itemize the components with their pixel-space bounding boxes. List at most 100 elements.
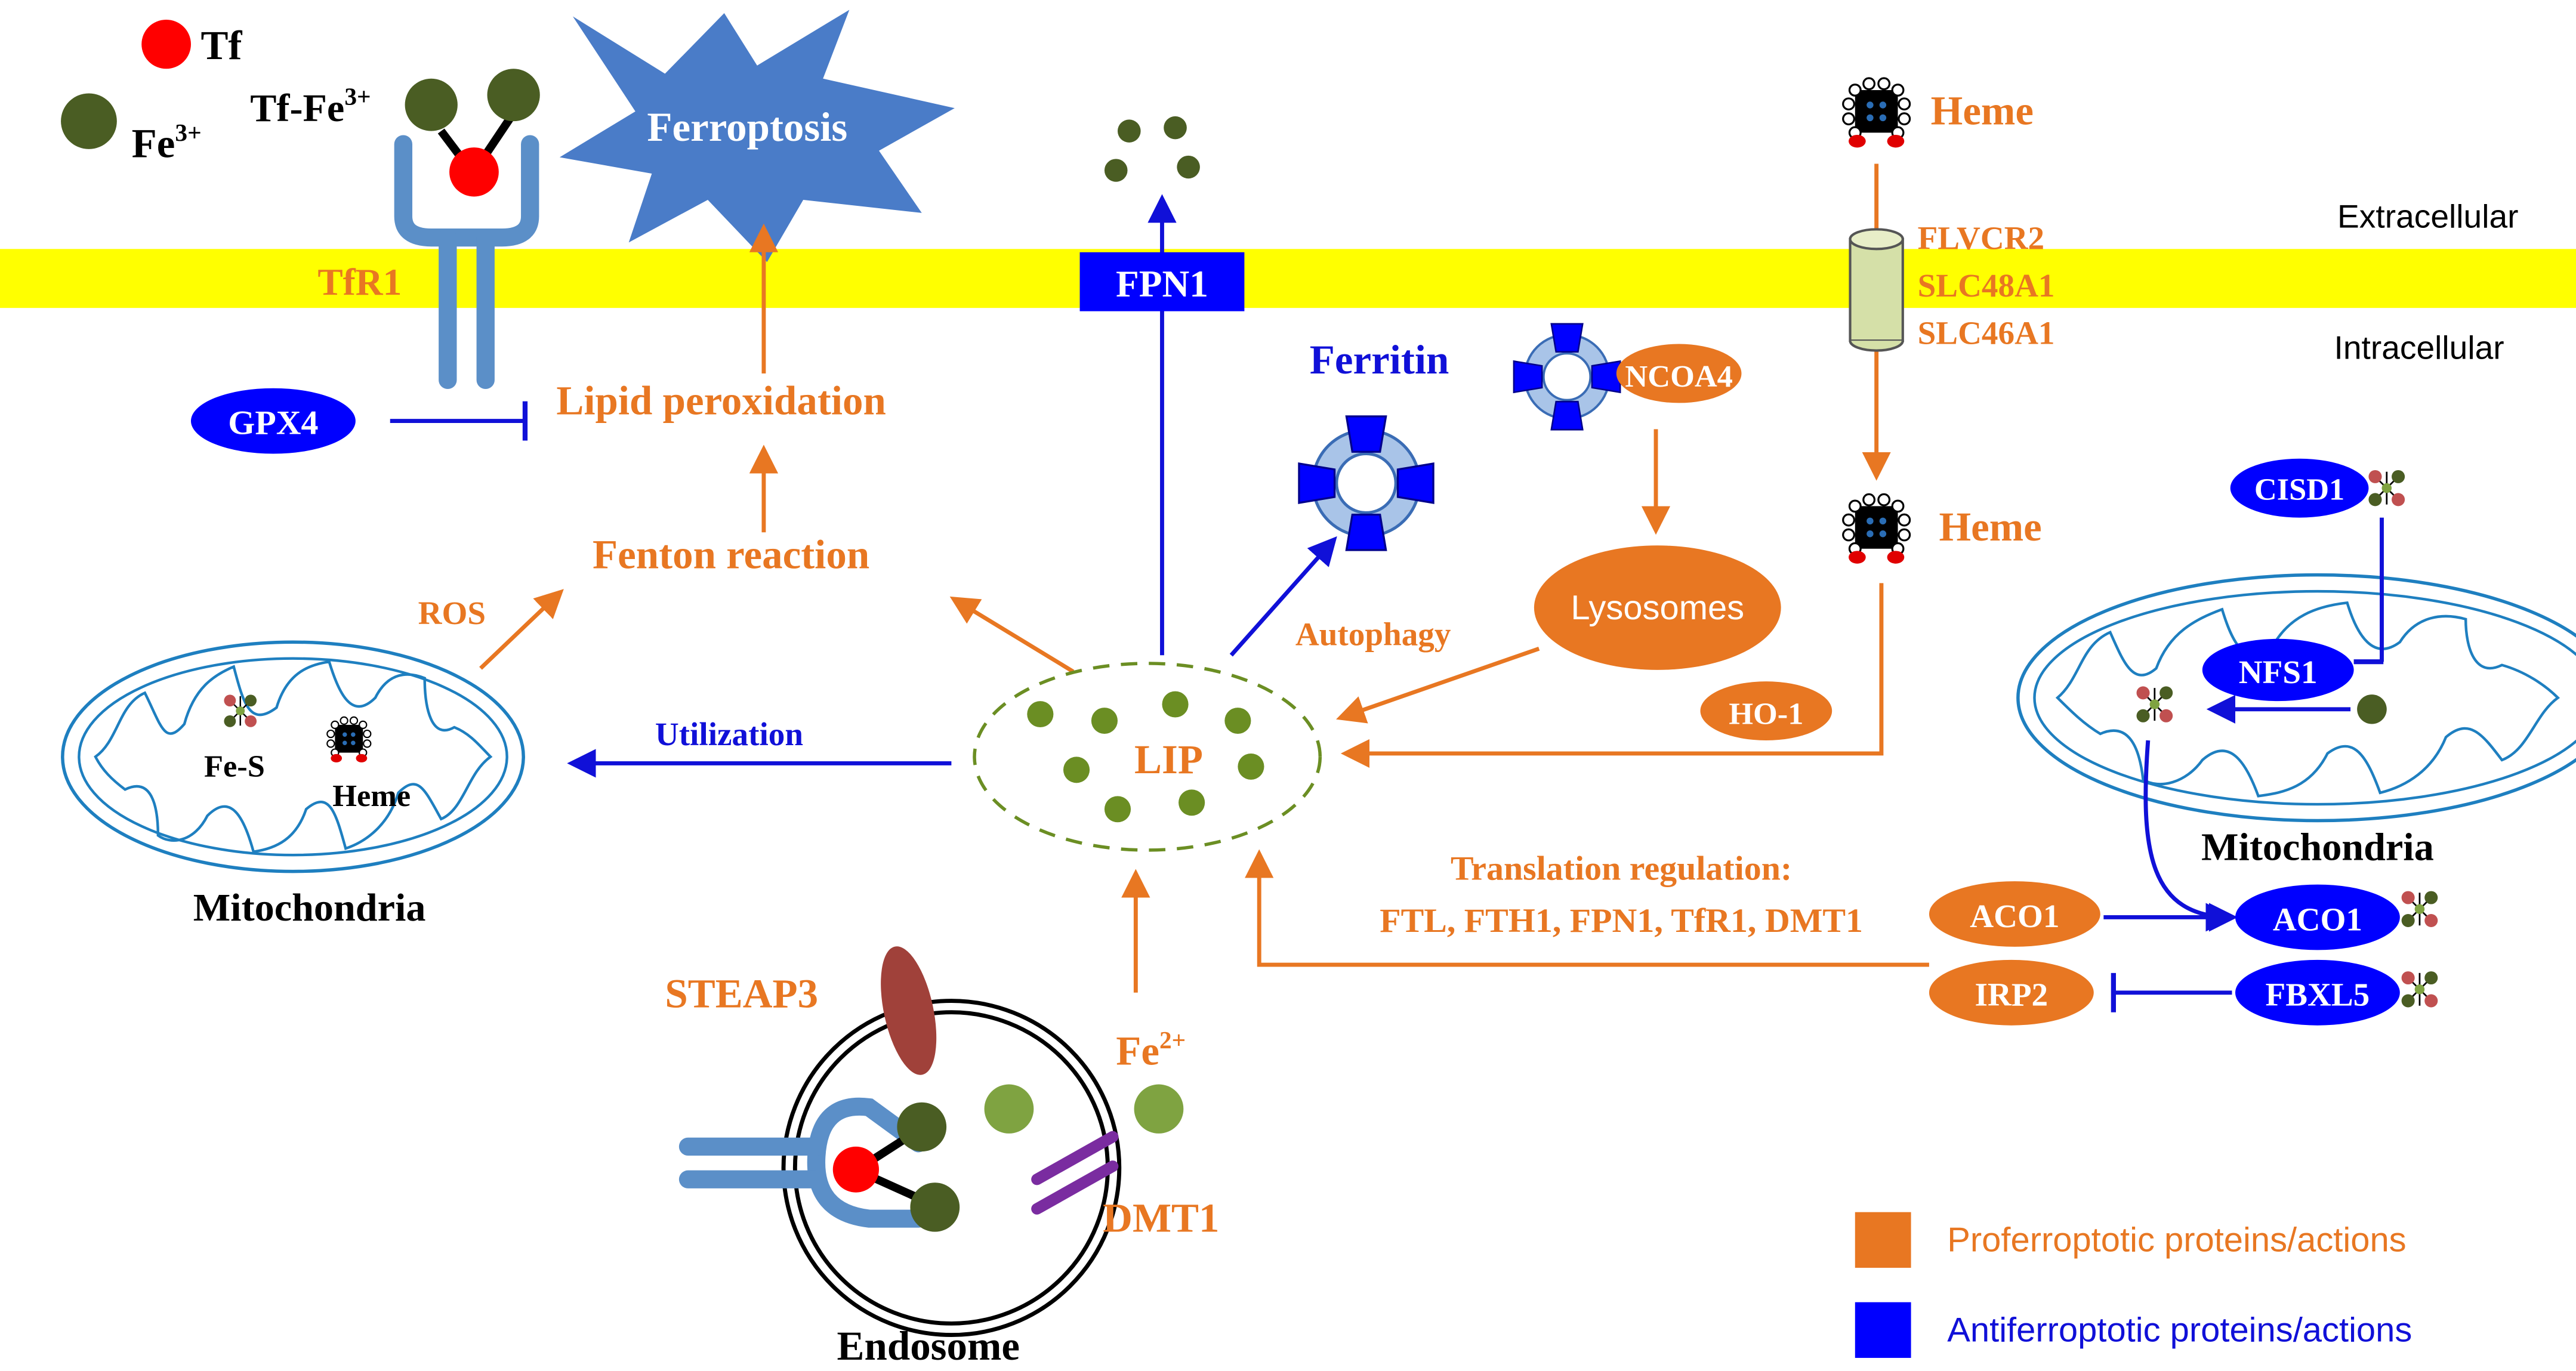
steap3-label: STEAP3 [665,971,818,1017]
ho1-label: HO-1 [1729,697,1803,731]
extracellular-label: Extracellular [2337,198,2518,235]
ncoa4-label: NCOA4 [1625,359,1732,394]
irp2-label: IRP2 [1975,977,2049,1013]
heme-icon-intracellular [1841,493,1911,565]
ferroptosis-burst [559,10,955,263]
translation-regulation-line1: Translation regulation: [1451,849,1792,887]
utilization-label: Utilization [655,716,803,752]
aco1-anti-node [2235,884,2400,950]
exported-iron [1164,116,1187,140]
exported-iron [1117,119,1141,143]
translation-regulation-line2: FTL, FTH1, FPN1, TfR1, DMT1 [1380,901,1863,940]
heme-intracellular-label: Heme [1939,504,2041,549]
lysosomes-label: Lysosomes [1571,589,1744,627]
mitochondrion-left [61,640,525,873]
lip-iron [1224,708,1251,734]
lip-iron [1063,756,1090,783]
autophagy-label: Autophagy [1295,616,1451,653]
exported-iron [1177,155,1200,179]
aco1-anti-label: ACO1 [2273,901,2362,938]
legend-pro-swatch [1855,1212,1911,1268]
legend-pro-label: Proferroptotic proteins/actions [1947,1221,2406,1259]
endosome-tf-red-ball [832,1146,880,1193]
lip-iron [1238,753,1264,780]
lip-iron [1091,708,1118,734]
lip-to-fenton-arrow [949,596,1075,674]
ho1-node [1700,681,1832,740]
ferritin-ncoa4-icon [1512,322,1622,431]
fe-s-label: Fe-S [204,749,265,783]
heme-icon-extracellular [1841,77,1911,149]
ferritin-label: Ferritin [1310,337,1449,382]
irp-to-lip-arrow [1245,849,1929,967]
heme-to-lip-arrow [1340,583,1884,768]
endosome-tfr1-receptor [678,1097,928,1228]
transporter-slc48a1: SLC48A1 [1918,267,2055,304]
cisd1-node [2230,458,2369,518]
intracellular-label: Intracellular [2334,329,2504,366]
tfr1-label: TfR1 [317,261,402,303]
lip-label: LIP [1134,737,1203,782]
legend-anti-swatch [1855,1302,1911,1358]
endosome-fe3-ball [897,1102,947,1152]
ferroptosis-label: Ferroptosis [647,104,847,150]
fe2-ball [1134,1084,1184,1134]
tf-red-ball [449,147,499,197]
lysosomes-node [1534,545,1781,670]
lysosome-to-lip-arrow [1336,646,1540,724]
irp2-node [1929,959,2094,1026]
cluster-to-aco1-arrow [2143,740,2238,932]
steap3-protein [881,946,937,1075]
fbxl5-label: FBXL5 [2266,977,2370,1013]
lip-iron [1104,796,1131,823]
mitochondria-right-label: Mitochondria [2201,826,2434,869]
aco1-pro-node [1929,881,2100,947]
transporter-flvcr2: FLVCR2 [1918,220,2045,256]
tf-legend-icon [141,19,191,69]
aco1-cluster-icon [2401,890,2439,928]
lip-pool [973,662,1322,852]
endosome-label: Endosome [837,1323,1020,1369]
fbxl5-node [2235,959,2400,1026]
gpx4-label: GPX4 [228,404,318,442]
exported-iron [1104,159,1128,182]
tf-fe3-label: Tf-Fe3+ [250,83,371,130]
mitochondria-left-label: Mitochondria [193,886,426,930]
cisd1-cluster-icon [2368,469,2406,507]
fe3-ball [487,69,540,122]
fbxl5-cluster-icon [2401,970,2439,1008]
ros-label: ROS [418,595,486,631]
mito-iron [2357,694,2387,724]
fe3-legend-icon [61,93,117,149]
aco1-pro-label: ACO1 [1970,898,2059,934]
lip-iron [1179,789,1205,816]
fpn1-box [1079,252,1245,311]
plasma-membrane [0,249,2576,308]
fe2-label: Fe2+ [1116,1026,1186,1073]
ncoa4-node [1616,344,1742,403]
fe3-legend-label: Fe3+ [132,119,202,166]
fpn1-label: FPN1 [1116,263,1208,305]
nfs1-node [2202,638,2354,702]
tfr1-receptor [394,135,539,390]
ros-arrow [479,589,564,670]
legend-anti-label: Antiferroptotic proteins/actions [1947,1311,2412,1350]
dmt1-transporter [1031,1131,1119,1215]
lip-iron [1162,691,1189,718]
cisd1-label: CISD1 [2254,472,2344,507]
heme-transporter [1849,228,1904,352]
heme-mito-label: Heme [332,779,411,813]
lip-to-ferritin-arrow [1229,536,1337,657]
lipid-peroxidation-label: Lipid peroxidation [556,378,886,424]
transporter-slc46a1: SLC46A1 [1918,315,2055,351]
endosome-fe2-ball [984,1084,1034,1134]
fenton-reaction-label: Fenton reaction [593,532,869,578]
gpx4-node [190,388,356,454]
tf-legend-label: Tf [201,23,243,68]
dmt1-label: DMT1 [1103,1196,1219,1241]
fe3-ball [405,78,458,131]
nfs1-label: NFS1 [2239,654,2318,690]
endosome-fe3-ball [910,1182,960,1232]
heme-extracellular-label: Heme [1931,88,2034,134]
